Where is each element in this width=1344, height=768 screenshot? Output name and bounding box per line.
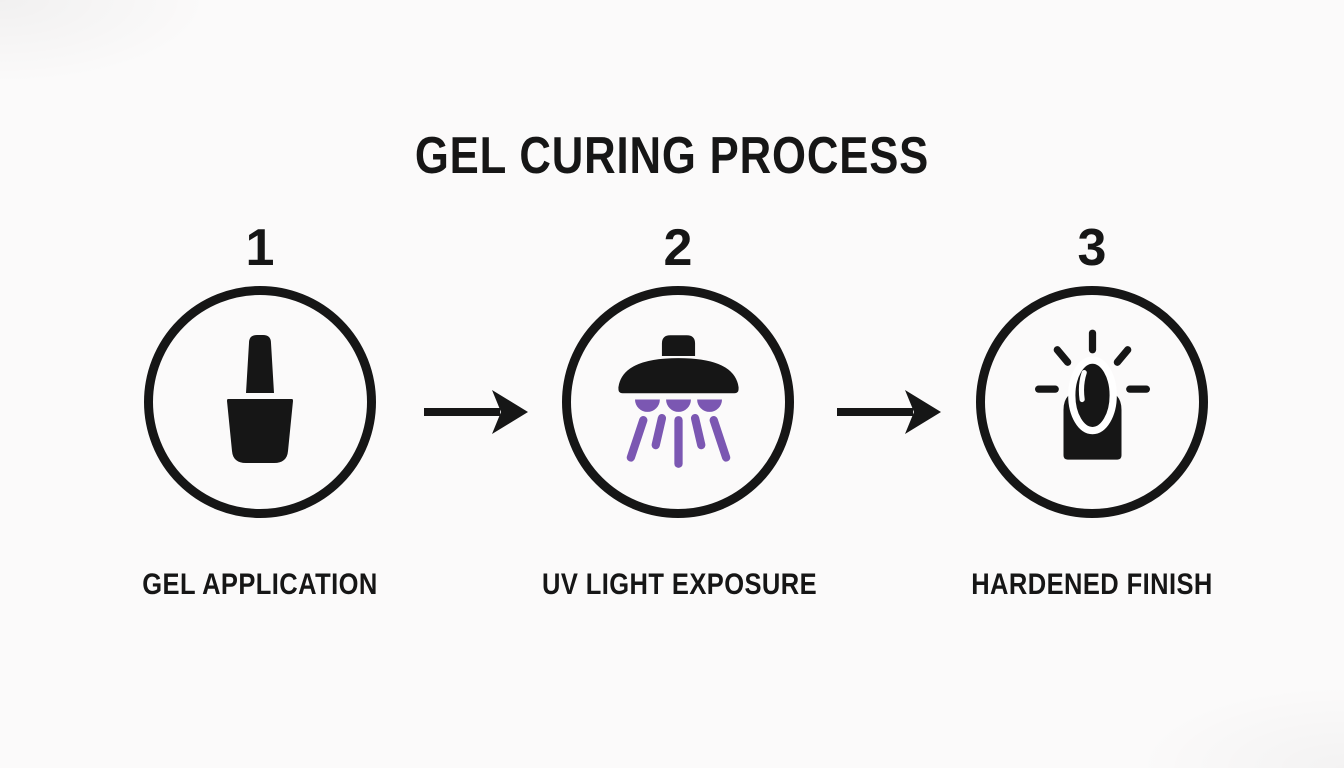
- step-2-label: UV LIGHT EXPOSURE: [542, 568, 818, 601]
- step-2-circle: [562, 286, 794, 518]
- step-1-circle: [144, 286, 376, 518]
- arrow-right-icon: [835, 377, 945, 447]
- step-3-number: 3: [1077, 219, 1107, 277]
- step-2-number: 2: [663, 219, 693, 277]
- step-3: 3 HARDENED FINISH: [932, 222, 1252, 602]
- arrow-right-icon: [422, 377, 532, 447]
- hardened-nail-icon: [1020, 327, 1165, 477]
- diagram-title: GEL CURING PROCESS: [414, 127, 930, 185]
- step-1: 1 GEL APPLICATION: [100, 222, 420, 602]
- step-3-circle: [976, 286, 1208, 518]
- nail-polish-bottle-icon: [210, 334, 310, 470]
- step-2: 2 UV LIGHT E: [518, 222, 838, 602]
- step-1-number: 1: [245, 219, 275, 277]
- uv-lamp-icon: [606, 327, 751, 477]
- step-3-label: HARDENED FINISH: [971, 568, 1213, 601]
- step-1-label: GEL APPLICATION: [142, 568, 378, 601]
